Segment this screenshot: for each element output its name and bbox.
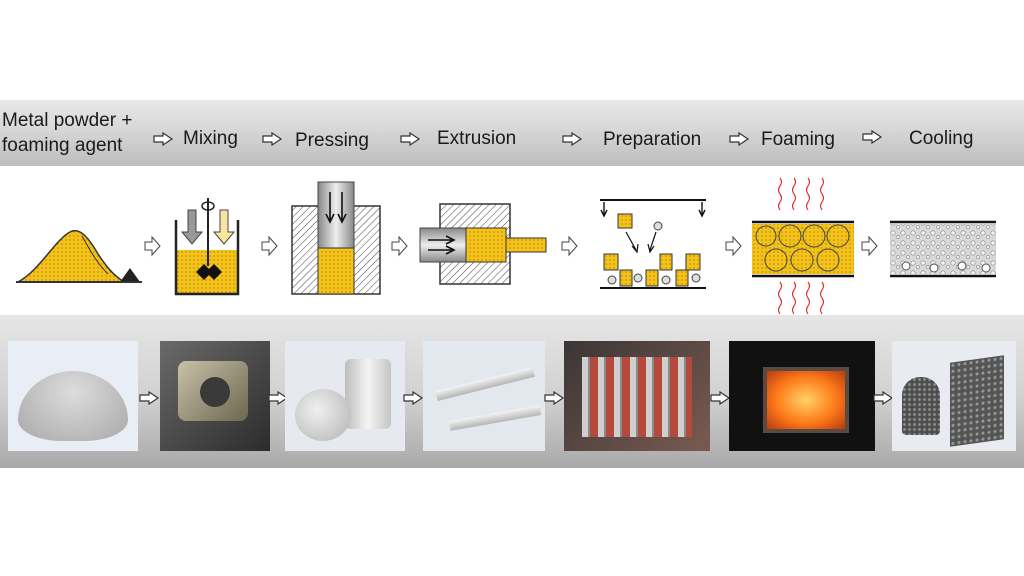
arrow-right-icon <box>400 131 421 147</box>
step-label-cooling: Cooling <box>909 128 974 149</box>
extruder-icon <box>419 203 547 285</box>
arrow-right-icon <box>862 129 883 145</box>
arrow-right-icon <box>562 131 583 147</box>
photo-pressed-pellets <box>285 341 405 451</box>
step-label-metal-powder-2: foaming agent <box>2 135 123 156</box>
arrow-right-icon <box>268 390 289 406</box>
arrow-right-icon <box>729 131 750 147</box>
mixer-icon <box>174 198 240 296</box>
photo-extruded-bars <box>423 341 545 451</box>
arrow-right-icon <box>544 390 565 406</box>
arrow-right-icon <box>153 131 174 147</box>
photo-prepared-mold <box>564 341 710 451</box>
step-label-foaming: Foaming <box>761 129 835 150</box>
photo-mixer <box>160 341 270 451</box>
furnace-icon <box>752 177 854 315</box>
arrow-right-icon <box>403 390 424 406</box>
step-label-pressing: Pressing <box>295 130 369 151</box>
photo-furnace <box>729 341 875 451</box>
step-label-extrusion: Extrusion <box>437 128 517 149</box>
arrow-right-icon <box>873 390 894 406</box>
press-icon <box>291 181 381 295</box>
arrow-right-icon <box>139 390 160 406</box>
step-label-metal-powder-1: Metal powder + <box>2 110 133 131</box>
powder-pile-icon <box>16 229 142 283</box>
step-label-preparation: Preparation <box>603 129 702 150</box>
schematics-row <box>16 177 996 315</box>
mold-icon <box>600 199 706 289</box>
arrow-right-icon <box>262 131 283 147</box>
step-label-mixing: Mixing <box>183 128 238 149</box>
arrow-right-icon <box>710 390 731 406</box>
process-steps-bar <box>0 100 1024 166</box>
photo-foam-samples <box>892 341 1016 451</box>
photo-metal-powder <box>8 341 138 451</box>
foam-panel-icon <box>890 220 996 278</box>
